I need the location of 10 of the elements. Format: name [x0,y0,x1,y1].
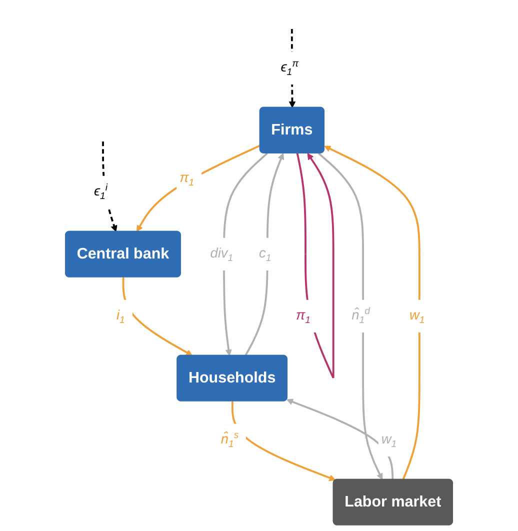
arrow [324,146,420,480]
edge-label: i$_{1}$ [116,307,125,326]
arrow [318,152,383,480]
edge-label: π$_{1}$ [296,307,310,326]
edge-label: w$_{1}$ [381,431,397,450]
edge-label: π$_{1}$ [180,170,194,188]
arrow [136,144,261,232]
edge-label: w$_{1}$ [410,307,425,326]
edge-label: c$_{1}$ [259,245,272,264]
edge-label: div$_{1}$ [210,245,234,264]
